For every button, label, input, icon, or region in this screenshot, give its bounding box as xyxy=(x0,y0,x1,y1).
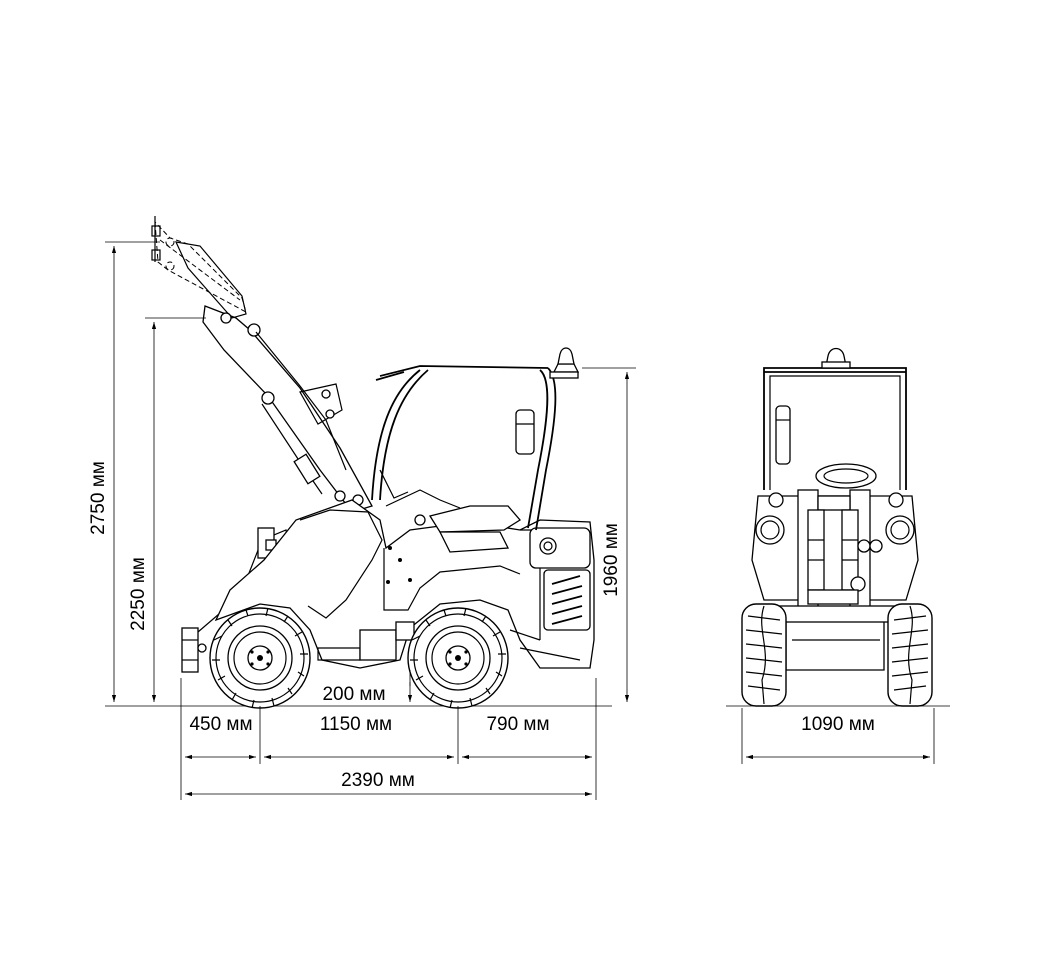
label-raised-height: 2750 мм xyxy=(88,461,109,535)
label-wheelbase: 1150 мм xyxy=(320,714,392,735)
rear-wheel xyxy=(407,607,509,709)
front-wheel xyxy=(209,607,311,709)
lift-arm xyxy=(174,241,373,513)
height-dimensions xyxy=(105,241,636,702)
side-view: 2750 мм 2250 мм 1960 мм 200 мм 450 мм 11… xyxy=(88,216,636,800)
raised-arm-dashed xyxy=(151,216,247,314)
length-dimensions xyxy=(180,678,597,800)
width-dimension xyxy=(741,708,935,764)
front-view-right-wheel xyxy=(887,603,933,707)
label-front-overhang: 450 мм xyxy=(189,714,252,735)
machine-body xyxy=(214,469,595,669)
label-hinge-height: 2250 мм xyxy=(128,557,149,631)
front-view: 1090 мм xyxy=(726,347,950,764)
front-view-left-wheel xyxy=(741,603,787,707)
label-overall-height: 1960 мм xyxy=(601,523,622,597)
label-overall-length: 2390 мм xyxy=(341,770,415,791)
label-ground-clearance: 200 мм xyxy=(322,684,385,705)
label-overall-width: 1090 мм xyxy=(801,714,875,735)
rops-canopy xyxy=(371,347,580,531)
label-rear-overhang: 790 мм xyxy=(486,714,549,735)
